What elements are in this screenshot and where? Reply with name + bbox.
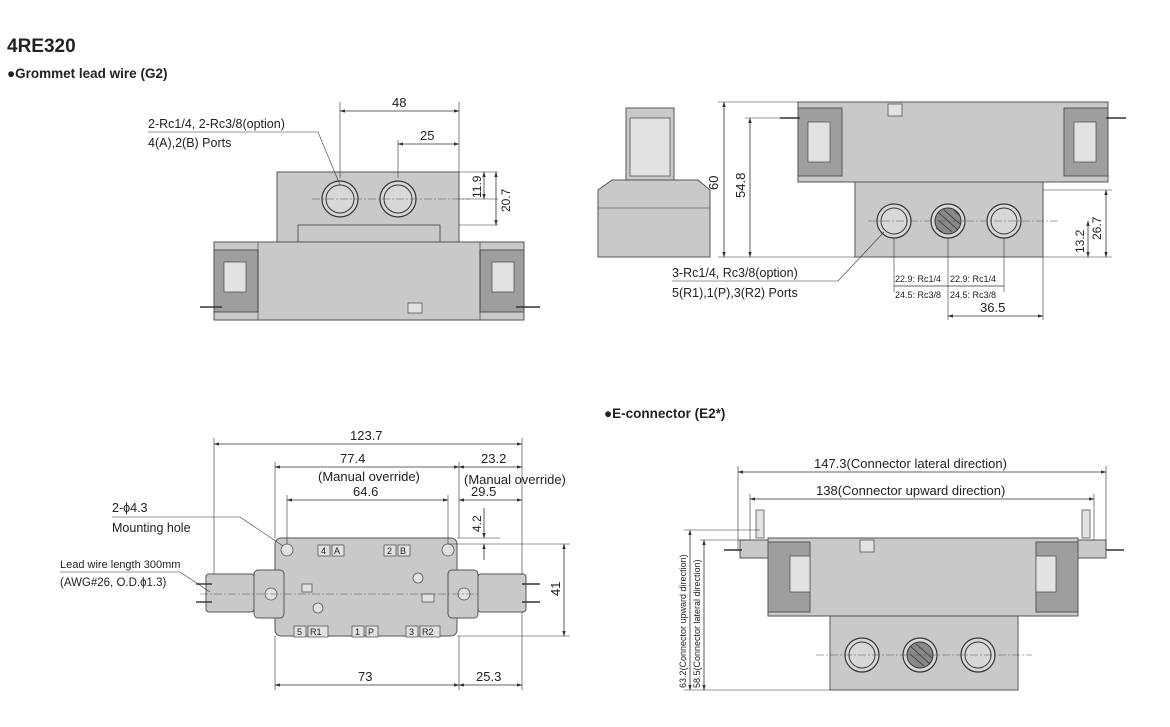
dim-23-2: 23.2	[481, 451, 506, 466]
dim-48: 48	[392, 95, 406, 110]
page-title: 4RE320	[7, 36, 76, 57]
dim-29-5: 29.5	[471, 484, 496, 499]
front-view: 48 25 11.9 20.7 2-Rc1/4, 2-Rc3/8(option)…	[148, 95, 540, 321]
dim-77-4-note: (Manual override)	[318, 469, 420, 484]
dim-123-7: 123.7	[350, 428, 383, 443]
front-main-body	[213, 241, 525, 321]
hole-label-2: Mounting hole	[112, 521, 191, 535]
econnector-view: 147.3(Connector lateral direction) 138(C…	[678, 456, 1124, 691]
dim-73: 73	[358, 669, 372, 684]
dim-4-2: 4.2	[470, 515, 484, 532]
dim-26-7: 26.7	[1090, 216, 1104, 240]
mounting-hole-right	[441, 543, 455, 557]
dim-60: 60	[706, 176, 721, 190]
port-mark: 1	[355, 627, 360, 637]
port-mark: R2	[422, 627, 434, 637]
top-view: 4 A 2 B 5 R1 1 P 3 R2 123.7 77.4 (Manual…	[60, 428, 570, 690]
dim-13-2: 13.2	[1073, 229, 1087, 253]
dim-58-5: 58.5(Connector lateral direction)	[692, 559, 702, 688]
port-mark: 3	[409, 627, 414, 637]
side-small-b2: 24.5: Rc3/8	[950, 290, 996, 300]
port-mark: P	[368, 627, 374, 637]
dim-147-3: 147.3(Connector lateral direction)	[814, 456, 1007, 471]
lead-label-1: Lead wire length 300mm	[60, 559, 180, 571]
front-port-label-1: 2-Rc1/4, 2-Rc3/8(option)	[148, 117, 285, 131]
port-marks: 4 A 2 B 5 R1 1 P 3 R2	[293, 544, 441, 638]
side-view: 60 54.8 13.2 26.7 22.9: Rc1/4 24.5: Rc3/…	[672, 101, 1126, 320]
front-port-label-2: 4(A),2(B) Ports	[148, 136, 231, 150]
dim-63-2: 63.2(Connector upward direction)	[678, 554, 688, 688]
dim-36-5: 36.5	[980, 300, 1005, 315]
dim-23-2-note: (Manual override)	[464, 472, 566, 487]
port-mark: 5	[297, 627, 302, 637]
lead-label-2: (AWG#26, O.D.ϕ1.3)	[60, 577, 167, 589]
dim-77-4: 77.4	[340, 451, 365, 466]
dim-64-6: 64.6	[353, 484, 378, 499]
port-mark: B	[400, 546, 406, 556]
side-port-label-1: 3-Rc1/4, Rc3/8(option)	[672, 266, 798, 280]
hole-label-1: 2-ϕ4.3	[112, 501, 148, 515]
side-small-b1: 22.9: Rc1/4	[950, 274, 996, 284]
side-port-label-2: 5(R1),1(P),3(R2) Ports	[672, 286, 798, 300]
dim-25: 25	[420, 128, 434, 143]
port-mark: A	[334, 546, 340, 556]
dim-41: 41	[548, 582, 563, 596]
section-title-grommet: ●Grommet lead wire (G2)	[7, 66, 168, 81]
port-mark: R1	[310, 627, 322, 637]
econ-main-body	[767, 537, 1079, 617]
side-small-a1: 22.9: Rc1/4	[895, 274, 941, 284]
port-mark: 2	[387, 546, 392, 556]
side-small-a2: 24.5: Rc3/8	[895, 290, 941, 300]
end-view	[597, 107, 711, 258]
port-mark: 4	[321, 546, 326, 556]
dim-11-9: 11.9	[470, 175, 484, 198]
section-title-econnector: ●E-connector (E2*)	[604, 406, 726, 421]
dim-54-8: 54.8	[733, 173, 748, 198]
dim-25-3: 25.3	[476, 669, 501, 684]
dim-138: 138(Connector upward direction)	[816, 483, 1005, 498]
dim-20-7: 20.7	[499, 188, 513, 212]
